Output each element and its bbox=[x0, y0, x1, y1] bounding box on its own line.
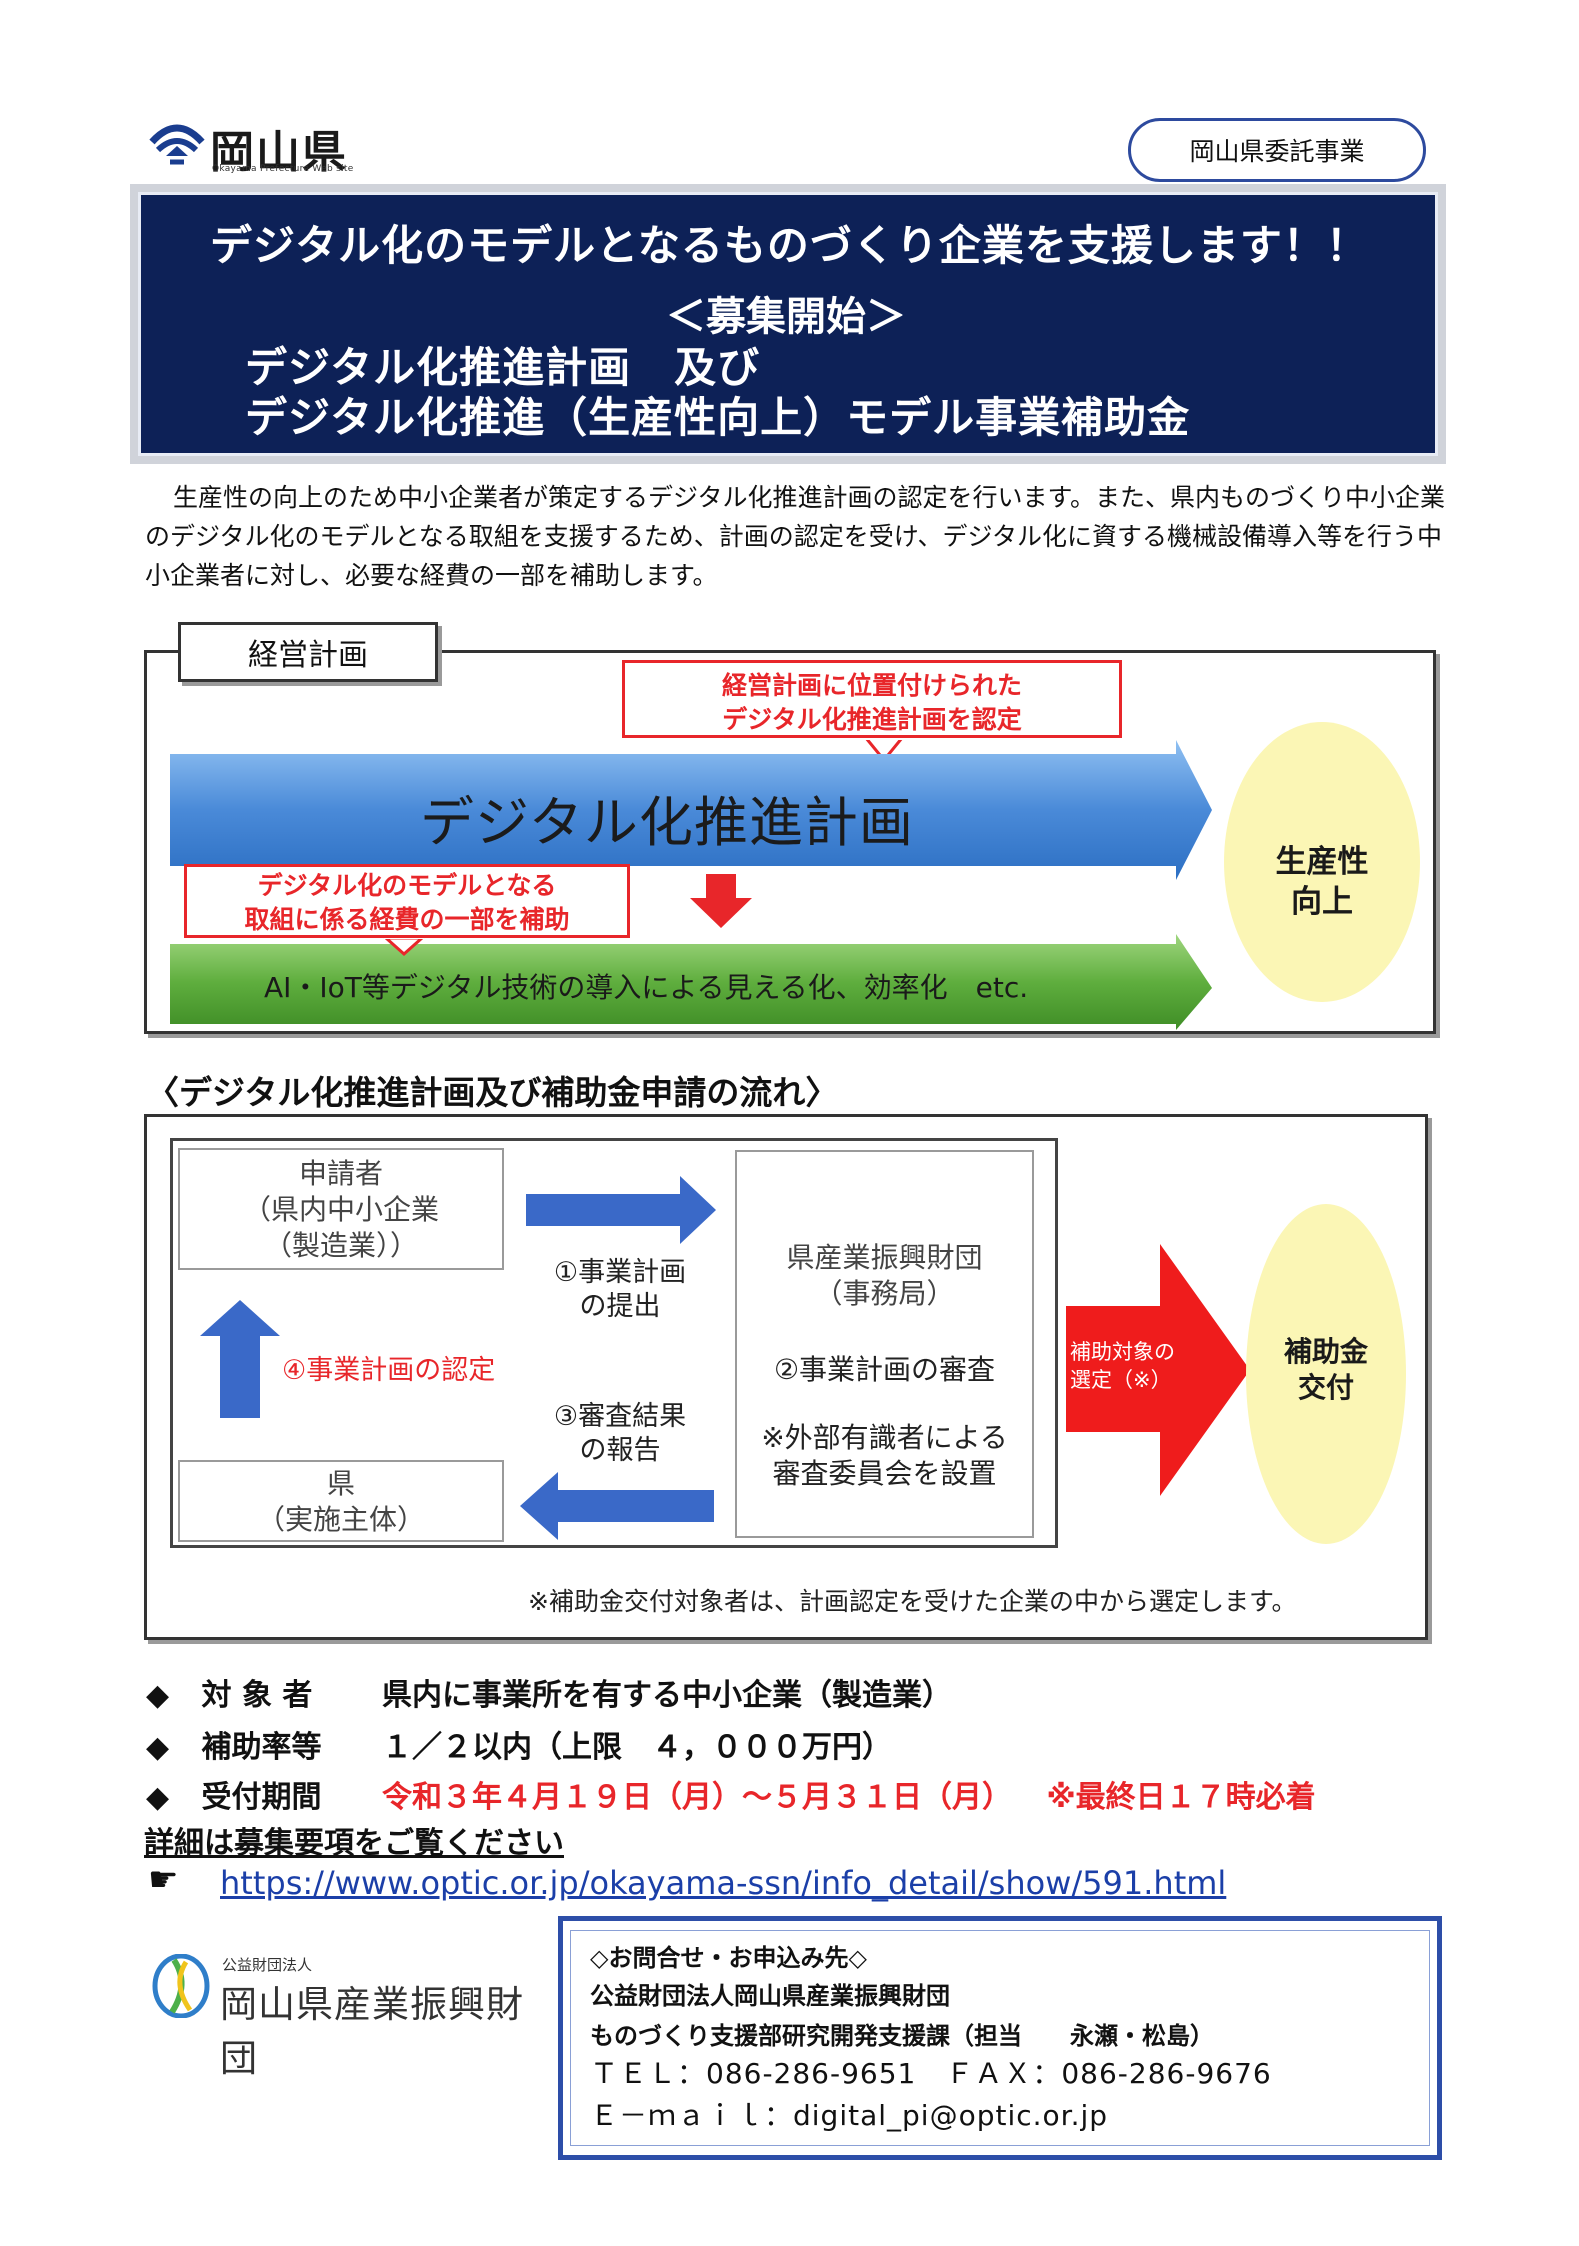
foundation-line-2: （事務局） bbox=[814, 1277, 955, 1310]
title-line-2: ＜募集開始＞ bbox=[666, 294, 906, 340]
selection-arrow bbox=[1066, 1244, 1250, 1496]
step-3-line-1: ③審査結果 bbox=[553, 1401, 687, 1432]
red-down-arrow bbox=[690, 874, 752, 928]
blue-arrow-label: デジタル化推進計画 bbox=[420, 791, 914, 854]
foundation-note-line-1: ※外部有識者による bbox=[761, 1421, 1008, 1454]
step-1-line-1: ①事業計画 bbox=[553, 1257, 687, 1288]
contact-email: Ｅ－ｍａｉｌ：digital_pi@optic.or.jp bbox=[590, 2099, 1109, 2132]
goal-line-1: 生産性 bbox=[1275, 844, 1369, 880]
step-1: ①事業計画 の提出 bbox=[520, 1256, 720, 1324]
certify-arrow bbox=[200, 1300, 280, 1418]
contact-tel-fax: ＴＥＬ：086-286-9651 ＦＡＸ：086-286-9676 bbox=[590, 2057, 1272, 2090]
bullet-period: ◆ 受付期間 令和３年４月１９日（月）～５月３１日（月） ※最終日１７時必着 bbox=[146, 1772, 1316, 1816]
callout-certification-line-2: デジタル化推進計画を認定 bbox=[722, 705, 1022, 734]
intro-paragraph: 生産性の向上のため中小企業者が策定するデジタル化推進計画の認定を行います。また、… bbox=[145, 483, 1446, 590]
contact-dept: ものづくり支援部研究開発支援課（担当 永瀬・松島） bbox=[590, 2022, 1214, 2050]
title-box bbox=[138, 192, 1438, 456]
management-plan-tab: 経営計画 bbox=[178, 622, 438, 682]
bullet-target-value: 県内に事業所を有する中小企業（製造業） bbox=[381, 1678, 952, 1713]
prefecture-line-2: （実施主体） bbox=[256, 1503, 425, 1536]
foundation-title: 県産業振興財団 （事務局） bbox=[737, 1240, 1032, 1312]
flow-diagram-frame bbox=[144, 1114, 1428, 1640]
flow-heading: 〈デジタル化推進計画及び補助金申請の流れ〉 bbox=[146, 1073, 839, 1112]
foundation-small-text: 公益財団法人 bbox=[222, 1956, 313, 1974]
step-3: ③審査結果 の報告 bbox=[520, 1400, 720, 1468]
okayama-logo: 岡山県 Okayama Prefecture Web site bbox=[148, 116, 378, 180]
commission-badge: 岡山県委託事業 bbox=[1128, 118, 1426, 182]
selection-line-2: 選定（※） bbox=[1070, 1368, 1172, 1392]
callout-subsidy-line-1: デジタル化のモデルとなる bbox=[257, 871, 557, 900]
grant-line-1: 補助金 bbox=[1283, 1335, 1368, 1368]
step-2: ②事業計画の審査 bbox=[773, 1353, 996, 1386]
bullet-period-note: ※最終日１７時必着 bbox=[1046, 1780, 1316, 1815]
contact-title: ◇お問合せ・お申込み先◇ bbox=[590, 1944, 867, 1972]
details-text: 詳細は募集要項をご覧ください bbox=[144, 1826, 564, 1861]
foundation-note: ※外部有識者による 審査委員会を設置 bbox=[737, 1420, 1032, 1492]
prefecture-line-1: 県 bbox=[326, 1467, 355, 1500]
contact-inner-frame bbox=[570, 1930, 1430, 2146]
prefecture-box: 県 （実施主体） bbox=[178, 1460, 504, 1542]
step-1-line-2: の提出 bbox=[579, 1291, 661, 1322]
green-arrow-label: AI・IoT等デジタル技術の導入による見える化、効率化 etc. bbox=[264, 971, 1029, 1004]
logo-subtext: Okayama Prefecture Web site bbox=[212, 164, 354, 174]
bullet-period-value: 令和３年４月１９日（月）～５月３１日（月） bbox=[381, 1780, 1012, 1815]
bullet-rate: ◆ 補助率等 １／２以内（上限 ４，０００万円） bbox=[146, 1722, 892, 1766]
goal-line-2: 向上 bbox=[1291, 884, 1353, 920]
bullet-rate-marker: ◆ bbox=[146, 1730, 170, 1765]
foundation-logo: 公益財団法人 岡山県産業振興財団 bbox=[150, 1952, 550, 2080]
blue-plan-arrow bbox=[170, 740, 1212, 880]
grant-line-2: 交付 bbox=[1297, 1371, 1354, 1404]
grant-ellipse bbox=[1246, 1204, 1406, 1544]
callout-subsidy-line-2: 取組に係る経費の一部を補助 bbox=[244, 905, 570, 934]
plan-diagram-shapes bbox=[170, 722, 1420, 1030]
callout-certification: 経営計画に位置付けられた デジタル化推進計画を認定 bbox=[622, 660, 1122, 738]
bullet-target: ◆ 対 象 者 県内に事業所を有する中小企業（製造業） bbox=[146, 1670, 952, 1714]
contact-org: 公益財団法人岡山県産業振興財団 bbox=[590, 1982, 950, 2010]
applicant-box: 申請者 （県内中小企業 （製造業）） bbox=[178, 1148, 504, 1270]
flow-inner-frame bbox=[170, 1138, 1058, 1548]
foundation-swirl-icon bbox=[152, 1954, 210, 2018]
bullet-rate-label: 補助率等 bbox=[201, 1730, 322, 1765]
plan-diagram-frame bbox=[144, 650, 1436, 1034]
applicant-line-3: （製造業）） bbox=[263, 1229, 418, 1262]
foundation-name: 岡山県産業振興財団 bbox=[220, 1983, 524, 2080]
grant-text: 補助金 交付 bbox=[1246, 1334, 1406, 1406]
callout-certification-line-1: 経営計画に位置付けられた bbox=[721, 671, 1022, 700]
selection-line-1: 補助対象の bbox=[1070, 1340, 1175, 1364]
applicant-line-2: （県内中小企業 bbox=[242, 1193, 439, 1226]
bullet-target-label: 対 象 者 bbox=[201, 1678, 313, 1713]
details-url-link[interactable]: https://www.optic.or.jp/okayama-ssn/info… bbox=[220, 1864, 1227, 1902]
logo-text: 岡山県 bbox=[210, 127, 348, 178]
title-line-1: デジタル化のモデルとなるものづくり企業を支援します！！ bbox=[210, 221, 1369, 270]
callout-subsidy: デジタル化のモデルとなる 取組に係る経費の一部を補助 bbox=[184, 864, 630, 938]
title-line-4: デジタル化推進（生産性向上）モデル事業補助金 bbox=[245, 393, 1191, 442]
okayama-emblem-icon bbox=[149, 124, 205, 165]
selection-label: 補助対象の 選定（※） bbox=[1070, 1338, 1200, 1394]
title-line-3: デジタル化推進計画 及び bbox=[245, 343, 761, 392]
green-tech-arrow bbox=[170, 934, 1212, 1030]
step-3-line-2: の報告 bbox=[579, 1435, 661, 1466]
applicant-line-1: 申請者 bbox=[298, 1157, 383, 1190]
flow-diagram-arrows bbox=[200, 1176, 1406, 1544]
foundation-line-1: 県産業振興財団 bbox=[786, 1241, 983, 1274]
foundation-note-line-2: 審査委員会を設置 bbox=[772, 1457, 997, 1490]
goal-text: 生産性 向上 bbox=[1232, 842, 1412, 922]
contact-box bbox=[558, 1916, 1442, 2160]
report-arrow bbox=[520, 1472, 714, 1540]
bullet-target-marker: ◆ bbox=[146, 1678, 170, 1713]
bullet-rate-value: １／２以内（上限 ４，０００万円） bbox=[381, 1730, 892, 1765]
bullet-period-marker: ◆ bbox=[146, 1780, 170, 1815]
bullet-period-label: 受付期間 bbox=[201, 1780, 322, 1815]
foundation-box: 県産業振興財団 （事務局） ②事業計画の審査 ※外部有識者による 審査委員会を設… bbox=[735, 1150, 1034, 1538]
productivity-ellipse bbox=[1224, 722, 1420, 1002]
pointing-hand-icon: ☛ bbox=[148, 1860, 179, 1900]
submit-arrow bbox=[526, 1176, 716, 1244]
flow-note: ※補助金交付対象者は、計画認定を受けた企業の中から選定します。 bbox=[528, 1587, 1297, 1616]
step-4: ④事業計画の認定 bbox=[282, 1355, 496, 1386]
